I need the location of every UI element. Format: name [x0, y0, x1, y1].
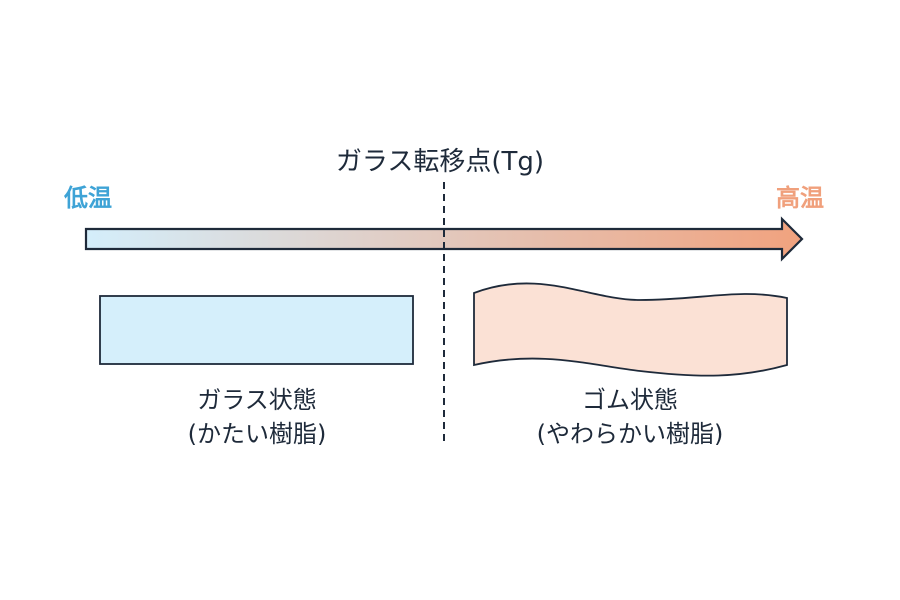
glass-state-shape — [99, 295, 414, 365]
temperature-arrow — [84, 216, 804, 262]
glass-transition-title: ガラス転移点(Tg) — [336, 147, 544, 177]
rubber-state-name: ゴム状態 — [582, 386, 678, 414]
high-temp-label: 高温 — [776, 184, 824, 212]
glass-state-description: (かたい樹脂) — [188, 420, 327, 448]
glass-state-name: ガラス状態 — [197, 386, 317, 414]
low-temp-label: 低温 — [63, 184, 112, 212]
rubber-state-description: (やわらかい樹脂) — [537, 420, 724, 448]
rubber-state-shape — [473, 282, 788, 377]
